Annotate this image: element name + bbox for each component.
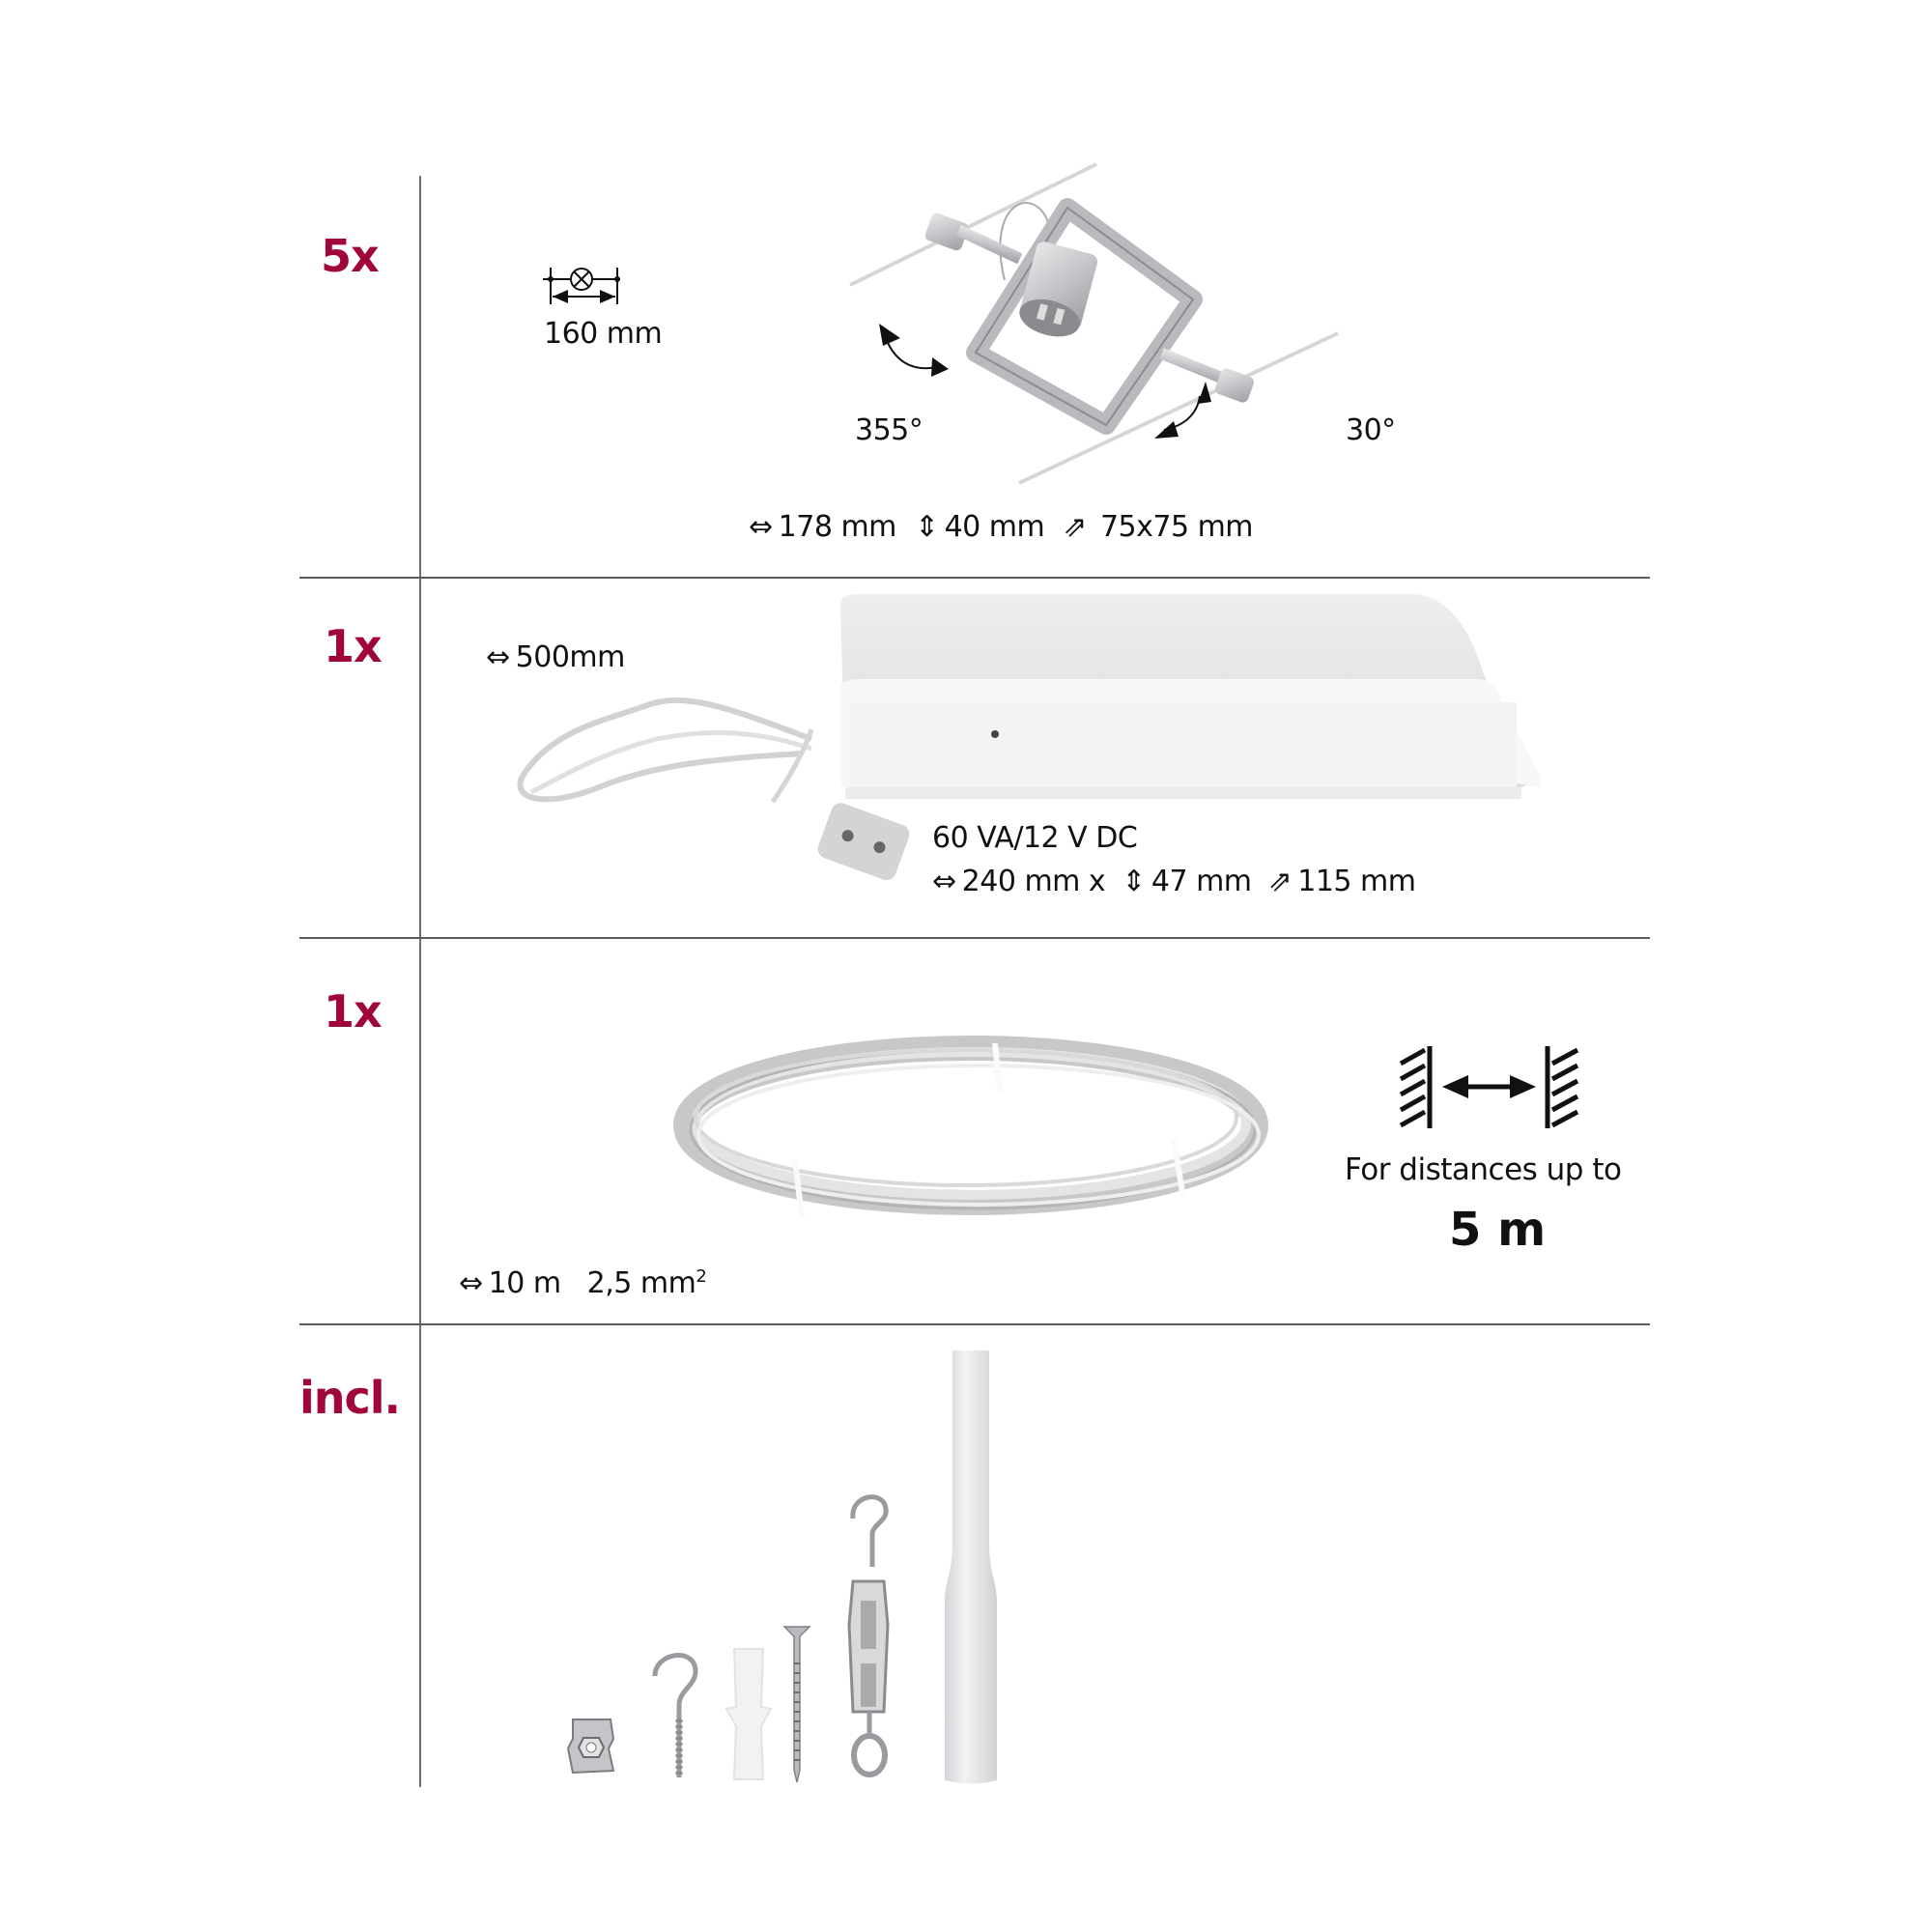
height-value: 47 mm: [1151, 865, 1252, 898]
quantity-label: 1x: [324, 620, 383, 672]
wire-clamp-image: [566, 1719, 615, 1775]
section-divider-1: [299, 577, 1650, 579]
section-divider-2: [299, 937, 1650, 939]
rotation-pan-label: 355°: [855, 413, 923, 447]
section-divider-3: [299, 1323, 1650, 1325]
depth-value: 115 mm: [1297, 865, 1416, 898]
ceiling-tube-image: [945, 1350, 997, 1784]
width-value: 178 mm: [778, 510, 897, 544]
superscript: 2: [696, 1266, 707, 1287]
height-value: 40 mm: [944, 510, 1045, 544]
width-icon: ⇔: [749, 510, 773, 544]
turnbuckle-image: [847, 1494, 890, 1777]
transformer-image: [517, 594, 1541, 881]
depth-icon: ⇗: [1063, 510, 1087, 544]
width-icon: ⇔: [459, 1266, 483, 1300]
rotation-tilt-label: 30°: [1346, 413, 1396, 447]
lamp-spacing-icon: [543, 268, 620, 304]
cross-section-value: 2,5 mm: [586, 1266, 696, 1300]
quantity-label: incl.: [299, 1372, 401, 1424]
cable-coil-image: [673, 1036, 1268, 1218]
rating-label: 60 VA/12 V DC: [932, 821, 1138, 855]
vertical-divider: [419, 176, 421, 1787]
spotlight-dimensions: ⇔178 mm ⇕40 mm ⇗ 75x75 mm: [749, 510, 1254, 544]
width-value: 240 mm x: [961, 865, 1106, 898]
width-icon: ⇔: [932, 865, 956, 898]
cable-spec: ⇔10 m 2,5 mm2: [459, 1266, 707, 1300]
screw-image: [782, 1626, 811, 1783]
distance-note: For distances up to: [1345, 1152, 1622, 1187]
screw-hook-image: [652, 1653, 698, 1777]
distance-value: 5 m: [1449, 1203, 1547, 1257]
depth-value: 75x75 mm: [1099, 510, 1254, 544]
height-icon: ⇕: [914, 510, 939, 544]
height-icon: ⇕: [1122, 865, 1146, 898]
cable-length-value: 500mm: [515, 640, 626, 674]
wall-distance-icon: [1399, 1046, 1579, 1128]
spotlight-image: [849, 162, 1339, 485]
depth-icon: ⇗: [1267, 865, 1293, 898]
cable-length-label: ⇔500mm: [486, 640, 625, 674]
width-icon: ⇔: [486, 640, 510, 674]
lamp-spacing-label: 160 mm: [544, 317, 663, 351]
cable-length-value: 10 m: [488, 1266, 561, 1300]
quantity-label: 5x: [321, 230, 380, 282]
wall-plug-image: [724, 1648, 773, 1780]
transformer-dimensions: ⇔240 mm x ⇕47 mm ⇗115 mm: [932, 865, 1416, 898]
quantity-label: 1x: [324, 985, 383, 1037]
